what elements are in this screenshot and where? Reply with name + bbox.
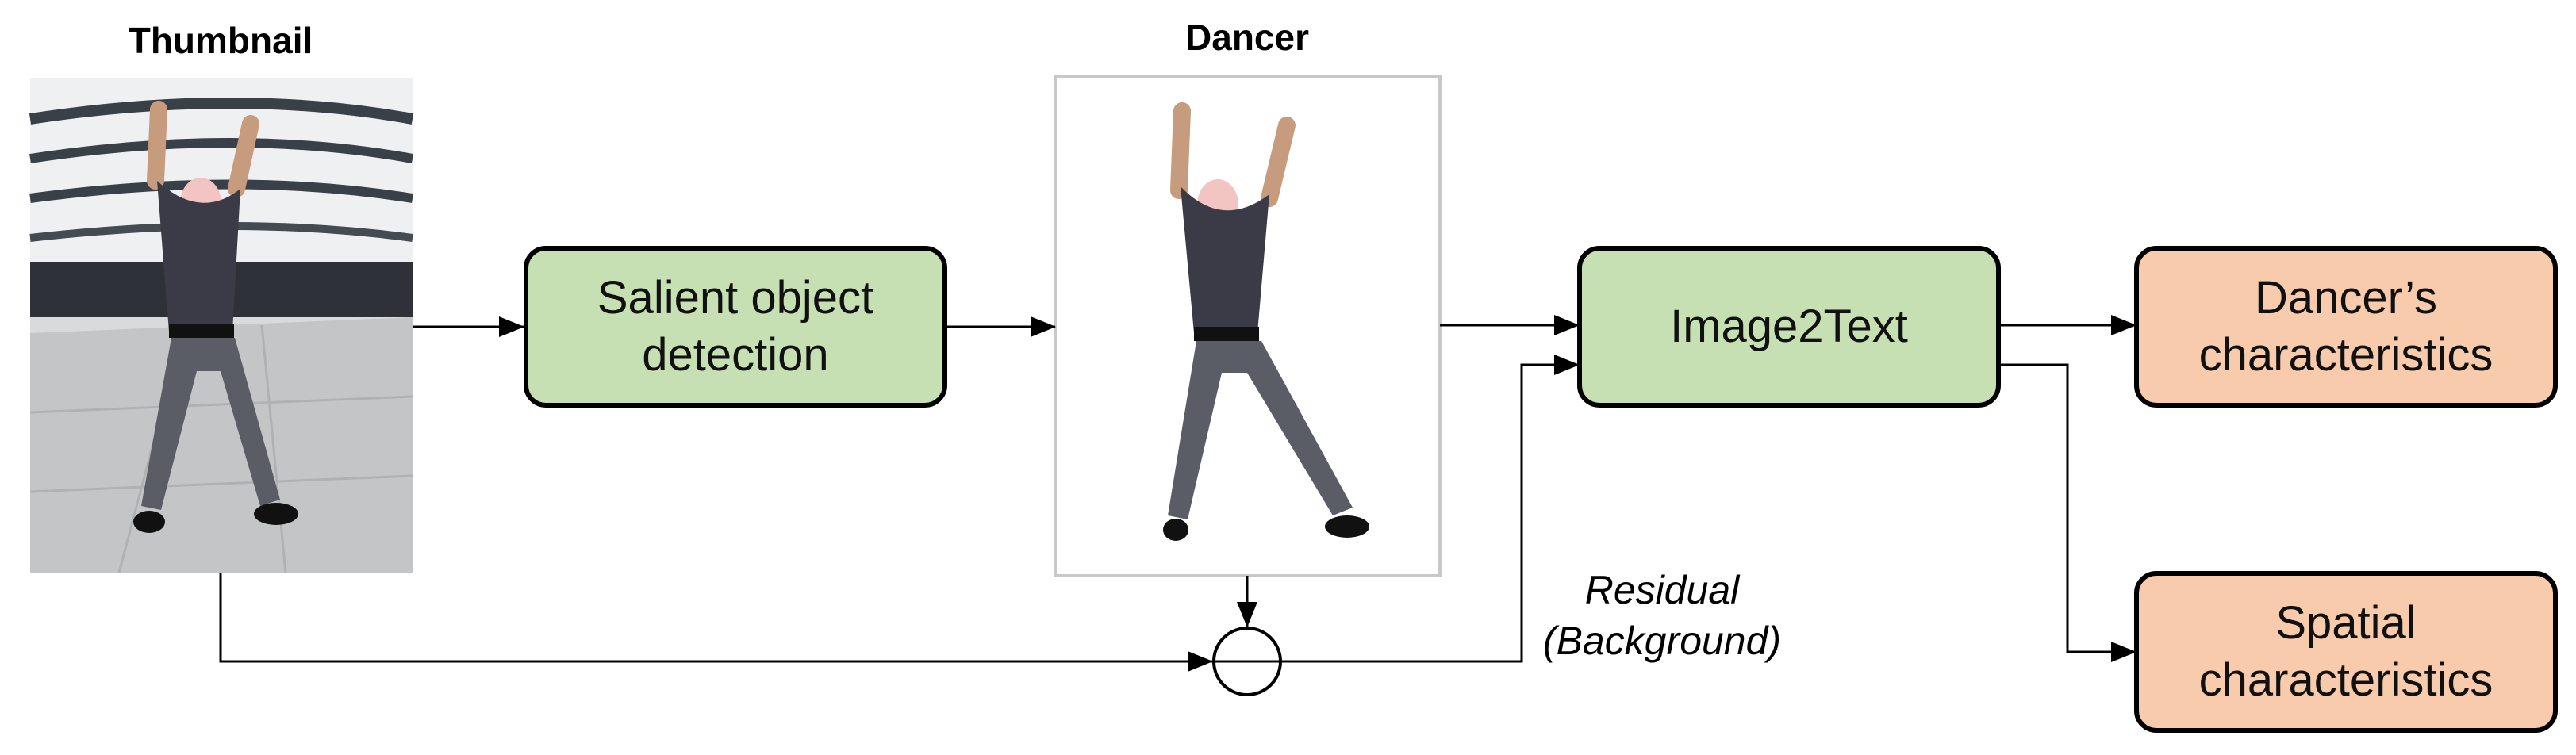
salient-object-detection-box: Salient object detection	[524, 246, 947, 408]
residual-line-1: Residual	[1584, 568, 1740, 612]
dancer-label: Dancer	[1185, 17, 1309, 58]
image2text-label: Image2Text	[1670, 301, 1908, 352]
salient-line-1: Salient object	[597, 272, 874, 324]
salient-line-2: detection	[642, 329, 829, 381]
thumbnail-label: Thumbnail	[128, 20, 313, 61]
arrow-image2text-to-spatial-char	[1999, 363, 2136, 662]
spatial-char-line-2: characteristics	[2198, 654, 2493, 706]
image2text-box: Image2Text	[1577, 246, 2001, 408]
spatial-characteristics-box: Spatial characteristics	[2134, 571, 2558, 733]
connectors	[219, 315, 2136, 672]
subtract-operator	[1212, 627, 1282, 696]
thumbnail-image	[29, 78, 414, 573]
dancer-image	[1163, 102, 1369, 541]
residual-line-2: (Background)	[1542, 619, 1782, 663]
arrow-residual-to-image2text	[1282, 355, 1580, 663]
dancer-char-line-2: characteristics	[2198, 329, 2493, 381]
spatial-char-line-1: Spatial	[2275, 597, 2417, 649]
residual-label: Residual (Background)	[1491, 565, 1833, 666]
dancer-char-line-1: Dancer’s	[2255, 272, 2437, 324]
dancer-characteristics-box: Dancer’s characteristics	[2134, 246, 2558, 408]
arrow-thumbnail-to-subtract	[219, 573, 1213, 672]
